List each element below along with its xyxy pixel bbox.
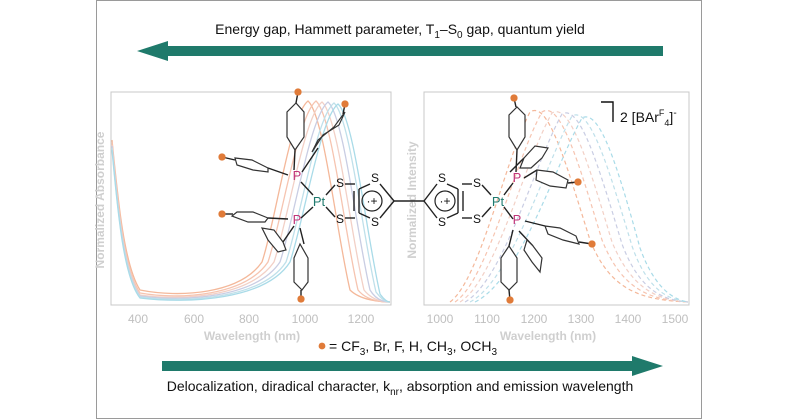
absorbance-xlabel: Wavelength (nm)	[204, 329, 300, 343]
absorbance-xtick: 1200	[348, 312, 375, 326]
emission-xtick: 1000	[427, 312, 454, 326]
sulfur-atom: S	[371, 215, 379, 229]
sulfur-atom: S	[438, 215, 446, 229]
emission-xtick: 1500	[662, 312, 689, 326]
left-radical-cation-ring	[361, 190, 383, 212]
absorbance-xtick: 400	[128, 312, 148, 326]
sulfur-atom: S	[371, 171, 379, 185]
phenyl-ring	[535, 169, 569, 189]
emission-ylabel: Normalized Intensity	[405, 141, 419, 259]
emission-xtick: 1200	[521, 312, 548, 326]
phenyl-ring	[519, 145, 549, 169]
emission-xtick: 1300	[568, 312, 595, 326]
phenyl-ring	[311, 111, 346, 153]
absorbance-curve-6	[111, 103, 391, 303]
sulfur-atom: S	[438, 171, 446, 185]
absorbance-curve-2	[111, 100, 391, 303]
left-platinum-complex: ·+ S S S S Pt P P	[218, 88, 395, 303]
emission-xlabel: Wavelength (nm)	[500, 329, 596, 343]
absorbance-plot-frame	[110, 91, 392, 306]
emission-curve-4	[464, 112, 689, 303]
phosphorus-atom: P	[293, 212, 302, 227]
substituent-dot-icon	[318, 342, 326, 350]
phenyl-ring	[523, 238, 543, 274]
absorbance-ylabel: Normalized Absorbance	[93, 131, 107, 268]
top-arrow-caption: Energy gap, Hammett parameter, T1–S0 gap…	[215, 21, 585, 41]
phosphorus-atom: P	[513, 212, 522, 227]
phenyl-ring	[230, 211, 269, 223]
sulfur-atom: S	[336, 176, 344, 190]
phenyl-ring	[544, 225, 580, 245]
emission-xtick: 1400	[615, 312, 642, 326]
absorbance-xtick: 1000	[292, 312, 319, 326]
bracket-mark	[601, 101, 614, 122]
emission-curve-1	[449, 109, 689, 303]
sulfur-atom: S	[473, 212, 481, 226]
counterion-text: 2 [BArF4]-	[620, 108, 677, 128]
left-arrow	[137, 41, 663, 61]
sulfur-atom: S	[336, 212, 344, 226]
emission-curve-6	[474, 116, 689, 303]
sulfur-atom: S	[473, 176, 481, 190]
right-radical-cation-label: ·+	[439, 194, 450, 208]
emission-xtick: 1100	[474, 312, 500, 326]
counterion-label: 2 [BArF4]-	[601, 101, 677, 128]
absorbance-curve-1	[111, 100, 391, 303]
platinum-atom: Pt	[313, 194, 326, 209]
absorbance-xtick: 600	[184, 312, 204, 326]
right-platinum-complex: ·+ S S S S Pt P P	[423, 94, 596, 304]
substituent-list: = CF3, Br, F, H, CH3, OCH3	[329, 338, 497, 358]
phenyl-ring	[293, 242, 309, 291]
phosphorus-atom: P	[293, 168, 302, 183]
right-radical-cation-ring	[434, 190, 456, 212]
phenyl-ring	[260, 227, 287, 253]
emission-plot: Normalized Intensity 1000 1100 1200 1300…	[405, 91, 690, 343]
phenyl-ring	[508, 106, 526, 152]
phenyl-ring	[234, 157, 269, 173]
substituent-legend: = CF3, Br, F, H, CH3, OCH3	[318, 338, 497, 358]
absorbance-xtick: 800	[239, 312, 259, 326]
left-radical-cation-label: ·+	[366, 194, 377, 208]
absorbance-plot: Normalized Absorbance 400 600 800 1000 1…	[93, 91, 392, 343]
figure-border	[96, 0, 702, 419]
bottom-arrow-caption: Delocalization, diradical character, knr…	[167, 378, 634, 398]
right-arrow	[162, 356, 663, 376]
emission-plot-frame	[423, 91, 690, 306]
emission-curve-2	[454, 109, 689, 303]
platinum-atom: Pt	[492, 194, 505, 209]
phosphorus-atom: P	[513, 170, 522, 185]
molecule-structure: ·+ S S S S Pt P P	[218, 88, 596, 304]
